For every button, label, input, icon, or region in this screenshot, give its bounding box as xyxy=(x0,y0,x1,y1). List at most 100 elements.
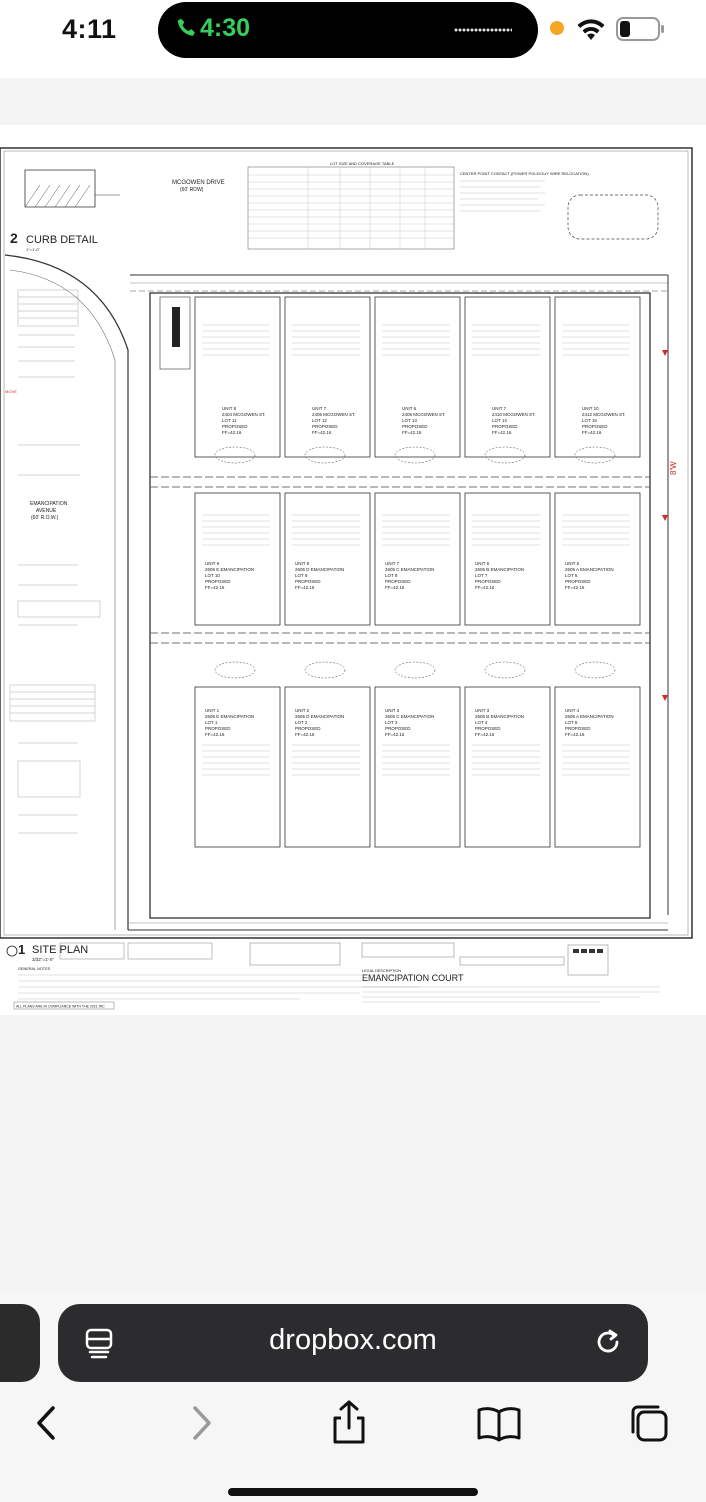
share-icon[interactable] xyxy=(324,1398,374,1448)
unit-ff: FF=42.16 xyxy=(492,430,512,435)
unit-status: PROPOSED xyxy=(205,579,231,584)
chevron-right-icon[interactable] xyxy=(176,1398,226,1448)
easement-width-label: 8'W xyxy=(669,461,678,475)
unit-ff: FF=42.16 xyxy=(565,585,585,590)
street-row-emancipation: (60' R.O.W.) xyxy=(31,515,59,521)
unit-status: PROPOSED xyxy=(385,726,411,731)
unit-label: UNIT 7 xyxy=(312,406,327,411)
document-viewer[interactable]: 2 CURB DETAIL 1"=1'-0" MCGOWEN DRIVE (60… xyxy=(0,78,706,1304)
unit-status: PROPOSED xyxy=(402,424,428,429)
unit-lot: LOT 2 xyxy=(295,720,308,725)
unit-address: 2605 D EMANCIPATION xyxy=(295,714,344,719)
unit-lot: LOT 1 xyxy=(205,720,218,725)
street-name-avenue: AVENUE xyxy=(36,508,57,514)
curb-detail-scale: 1"=1'-0" xyxy=(26,247,41,252)
street-name-mcgowen: MCGOWEN DRIVE xyxy=(172,180,225,186)
site-plan-sheet[interactable]: 2 CURB DETAIL 1"=1'-0" MCGOWEN DRIVE (60… xyxy=(0,125,706,1015)
url-text[interactable]: dropbox.com xyxy=(269,1324,437,1356)
unit-row-3: UNIT 1 2605 E EMANCIPATION LOT 1 PROPOSE… xyxy=(194,686,641,848)
unit-lot: LOT 13 xyxy=(402,418,417,423)
unit-lot: LOT 15 xyxy=(582,418,597,423)
general-notes-title: GENERAL NOTES xyxy=(18,967,51,971)
reload-icon[interactable] xyxy=(592,1326,624,1358)
microphone-indicator-icon xyxy=(550,21,564,35)
unit-label: UNIT 4 xyxy=(565,708,580,713)
unit-ff: FF=42.16 xyxy=(475,732,495,737)
unit-ff: FF=42.16 xyxy=(295,585,315,590)
unit-lot: LOT 3 xyxy=(385,720,398,725)
unit-address: 2605 E EMANCIPATION xyxy=(205,567,254,572)
unit-label: UNIT 8 xyxy=(222,406,237,411)
unit-label: UNIT 3 xyxy=(475,708,490,713)
title-block: 1 SITE PLAN 3/32"=1'-0" GENERAL NOTES AL… xyxy=(6,942,660,1010)
unit-status: PROPOSED xyxy=(295,579,321,584)
phone-icon xyxy=(177,18,195,36)
unit-address: 2410 MCGOWEN ST. xyxy=(492,412,536,417)
unit-ff: FF=42.16 xyxy=(565,732,585,737)
unit-status: PROPOSED xyxy=(565,579,591,584)
unit-ff: FF=42.16 xyxy=(475,585,495,590)
unit-status: PROPOSED xyxy=(222,424,248,429)
unit-status: PROPOSED xyxy=(205,726,231,731)
unit-ff: FF=42.16 xyxy=(312,430,332,435)
unit-lot: LOT 7 xyxy=(475,573,488,578)
unit-lot: LOT 8 xyxy=(385,573,398,578)
audio-waveform-icon xyxy=(454,27,512,33)
unit-ff: FF=42.16 xyxy=(385,732,405,737)
unit-ff: FF=42.16 xyxy=(205,585,225,590)
unit-address: 2605 C EMANCIPATION xyxy=(385,567,434,572)
unit-label: UNIT 6 xyxy=(402,406,417,411)
previous-tab-peek[interactable] xyxy=(0,1304,40,1382)
unit-address: 2605 B EMANCIPATION xyxy=(475,567,524,572)
unit-label: UNIT 7 xyxy=(492,406,507,411)
home-indicator[interactable] xyxy=(228,1488,478,1496)
site-plan-number: 1 xyxy=(18,942,25,957)
unit-lot: LOT 6 xyxy=(565,573,578,578)
site-plan-scale: 3/32"=1'-0" xyxy=(32,957,54,962)
unit-address: 2406 MCGOWEN ST. xyxy=(312,412,356,417)
browser-toolbar: dropbox.com xyxy=(0,1292,706,1502)
unit-label: UNIT 3 xyxy=(385,708,400,713)
lot-table-title: LOT SIZE AND COVERAGE TABLE xyxy=(330,161,395,166)
unit-ff: FF=42.16 xyxy=(205,732,225,737)
dynamic-island-call[interactable]: 4:30 xyxy=(158,2,538,58)
unit-status: PROPOSED xyxy=(492,424,518,429)
curb-detail: 2 CURB DETAIL 1"=1'-0" xyxy=(10,169,120,252)
book-icon[interactable] xyxy=(474,1398,524,1448)
status-time: 4:11 xyxy=(62,14,117,44)
center-point-title: CENTER POINT CONTACT (POWER POLE/GUY WIR… xyxy=(460,171,589,176)
unit-label: UNIT 5 xyxy=(565,561,580,566)
legal-description-title: LEGAL DESCRIPTION xyxy=(362,969,401,973)
unit-address: 2605 A EMANCIPATION xyxy=(565,567,614,572)
unit-address: 2605 E EMANCIPATION xyxy=(205,714,254,719)
unit-lot: LOT 14 xyxy=(492,418,507,423)
unit-ff: FF=42.16 xyxy=(582,430,602,435)
battery-icon xyxy=(616,17,664,41)
unit-ff: FF=42.16 xyxy=(295,732,315,737)
unit-lot: LOT 12 xyxy=(312,418,327,423)
street-name-emancipation: EMANCIPATION xyxy=(30,501,68,507)
unit-address: 2605 B EMANCIPATION xyxy=(475,714,524,719)
status-bar: 4:11 4:30 xyxy=(0,0,706,78)
unit-lot: LOT 11 xyxy=(222,418,237,423)
reader-icon[interactable] xyxy=(82,1326,116,1360)
call-duration: 4:30 xyxy=(200,14,251,42)
unit-status: PROPOSED xyxy=(475,726,501,731)
unit-address: 2408 MCGOWEN ST. xyxy=(402,412,446,417)
unit-label: UNIT 6 xyxy=(475,561,490,566)
unit-ff: FF=42.16 xyxy=(402,430,422,435)
unit-row-2: UNIT 9 2605 E EMANCIPATION LOT 10 PROPOS… xyxy=(194,492,641,626)
general-info-tables: MCGOWEN DRIVE (60' ROW) LOT SIZE AND COV… xyxy=(172,161,659,250)
unit-ff: FF=42.16 xyxy=(222,430,242,435)
tabs-icon[interactable] xyxy=(624,1398,674,1448)
curb-detail-number: 2 xyxy=(10,230,18,246)
chevron-left-icon[interactable] xyxy=(22,1398,72,1448)
unit-address: 2605 A EMANCIPATION xyxy=(565,714,614,719)
unit-status: PROPOSED xyxy=(582,424,608,429)
unit-status: PROPOSED xyxy=(385,579,411,584)
unit-address: 2412 MCGOWEN ST. xyxy=(582,412,626,417)
unit-label: UNIT 7 xyxy=(385,561,400,566)
address-bar[interactable]: dropbox.com xyxy=(58,1304,648,1382)
unit-address: 2404 MCGOWEN ST. xyxy=(222,412,266,417)
red-annotation: MOVE xyxy=(5,389,17,394)
